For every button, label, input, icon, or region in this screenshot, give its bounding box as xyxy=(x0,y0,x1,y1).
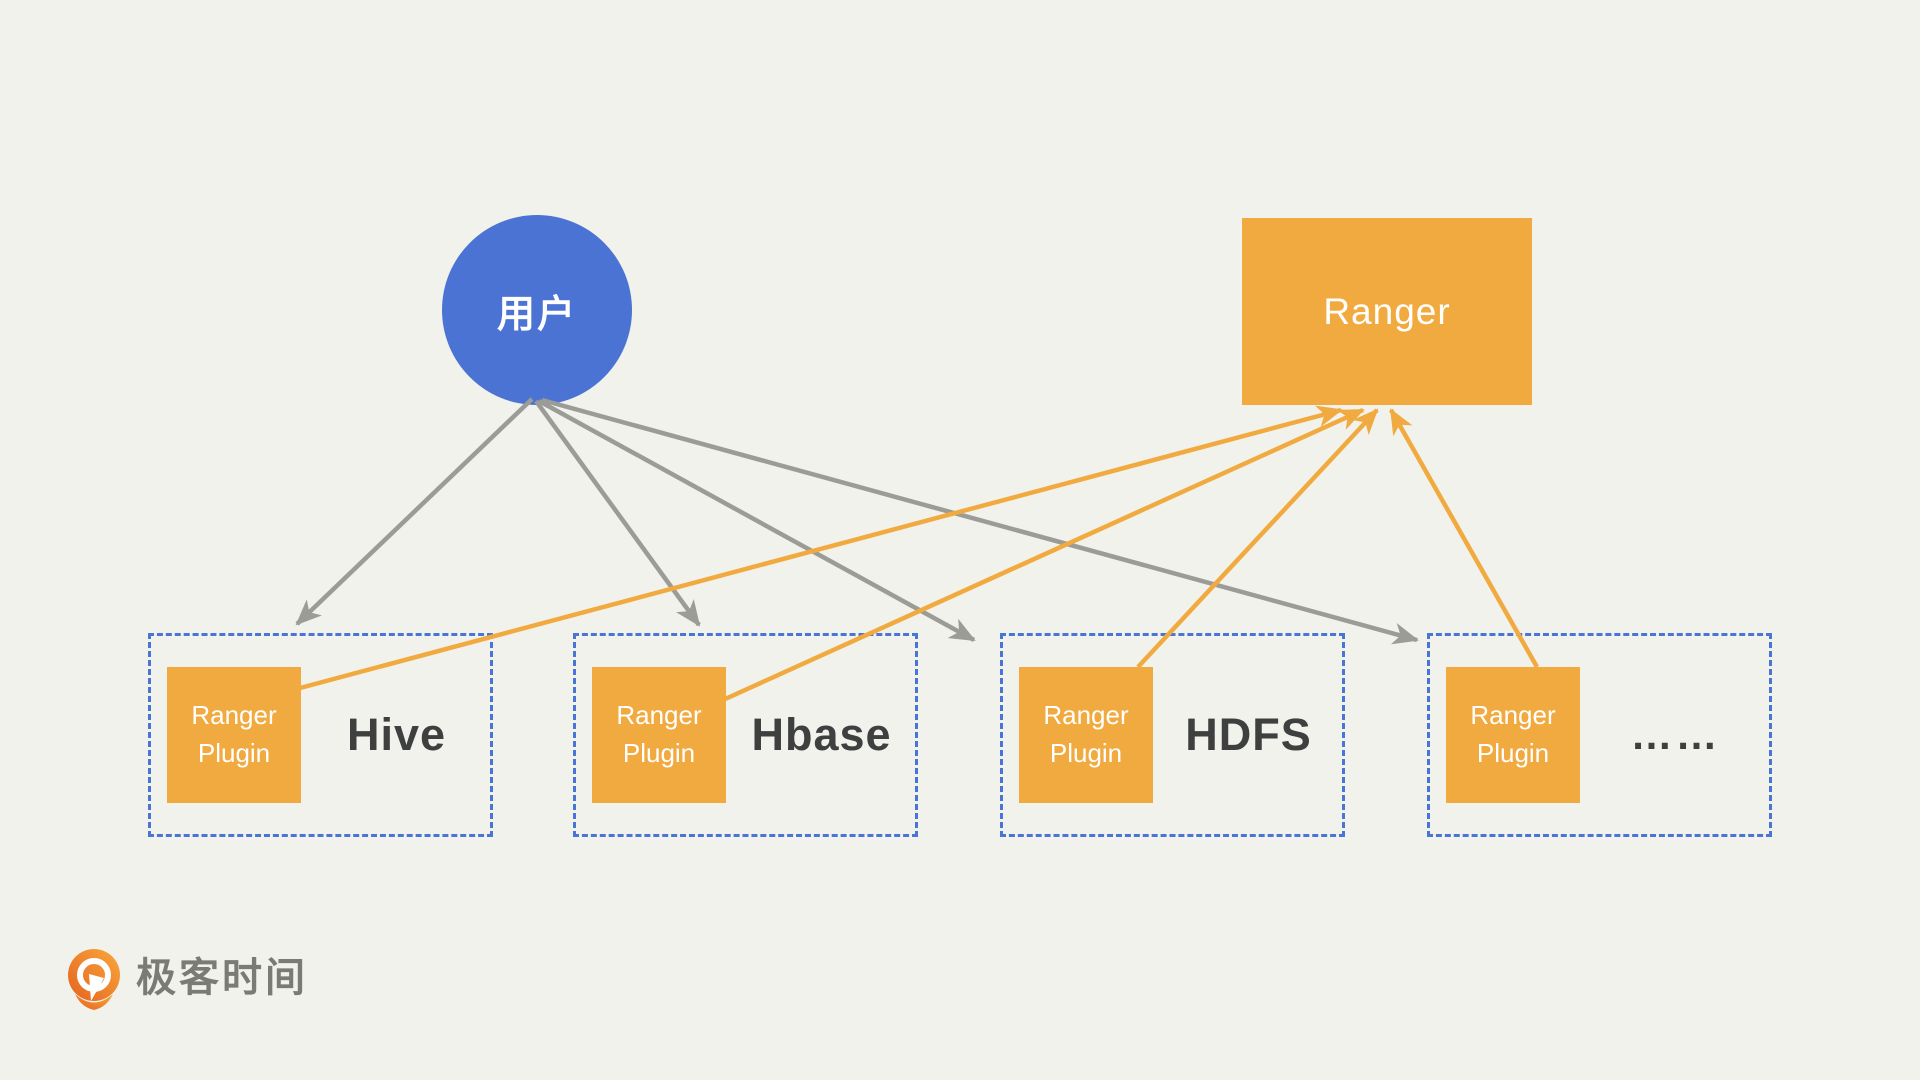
service-box-others: Ranger Plugin …… xyxy=(1427,633,1772,837)
ranger-plugin-others: Ranger Plugin xyxy=(1446,667,1580,803)
user-node-label: 用户 xyxy=(496,293,577,336)
ranger-plugin-hive: Ranger Plugin xyxy=(167,667,301,803)
arrow-others-plugin-to-ranger xyxy=(1389,408,1539,669)
service-label-hive: Hive xyxy=(346,709,447,760)
ranger-node-label: Ranger xyxy=(1323,290,1451,332)
service-box-hive: Ranger Plugin Hive xyxy=(148,633,493,837)
geektime-logo-text: 极客时间 xyxy=(136,956,308,1000)
arrow-user-to-hive xyxy=(295,397,534,626)
geektime-logo-icon xyxy=(68,949,120,1010)
service-box-hdfs: Ranger Plugin HDFS xyxy=(1000,633,1345,837)
arrow-user-to-hbase xyxy=(534,399,701,627)
ranger-plugin-hdfs: Ranger Plugin xyxy=(1019,667,1153,803)
arrow-user-to-others xyxy=(541,397,1419,645)
plugin-label-line1: Ranger xyxy=(616,700,702,731)
user-node: 用户 xyxy=(442,215,632,405)
ranger-node: Ranger xyxy=(1242,218,1532,405)
plugin-label-line1: Ranger xyxy=(1043,700,1129,731)
arrow-hdfs-plugin-to-ranger xyxy=(1136,408,1379,669)
plugin-label-line2: Plugin xyxy=(197,738,271,768)
arrow-user-to-hdfs xyxy=(537,399,976,642)
plugin-label-line2: Plugin xyxy=(1049,738,1123,768)
geektime-logo: 极客时间 xyxy=(66,948,308,1014)
service-label-others: …… xyxy=(1630,711,1721,758)
plugin-label-line2: Plugin xyxy=(1476,738,1550,768)
plugin-label-line2: Plugin xyxy=(622,738,696,768)
plugin-label-line1: Ranger xyxy=(191,700,277,731)
service-box-hbase: Ranger Plugin Hbase xyxy=(573,633,918,837)
service-label-hdfs: HDFS xyxy=(1185,709,1312,760)
ranger-plugin-hbase: Ranger Plugin xyxy=(592,667,726,803)
plugin-label-line1: Ranger xyxy=(1470,700,1556,731)
service-label-hbase: Hbase xyxy=(751,709,892,760)
